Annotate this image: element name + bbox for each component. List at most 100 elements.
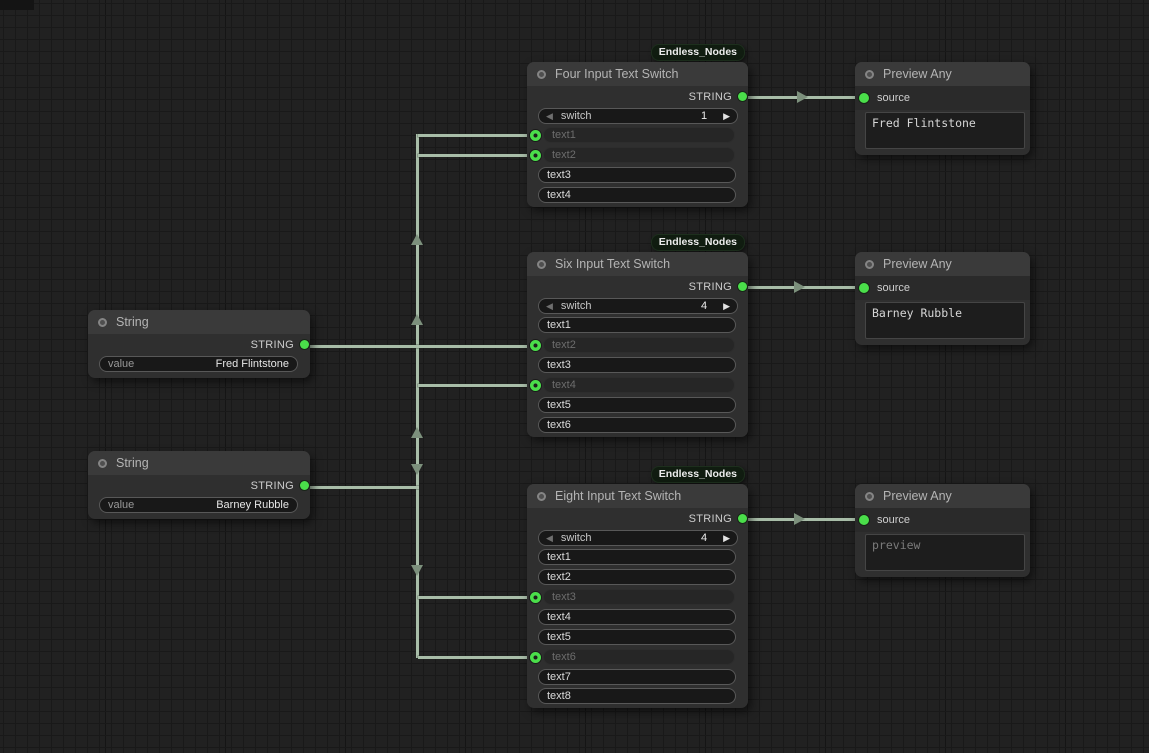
node-title: Preview Any — [883, 67, 952, 81]
text-widget[interactable]: text6 — [538, 417, 736, 433]
input-row: text8 — [527, 688, 748, 704]
switch-widget[interactable]: ◀ switch 1 ▶ — [538, 108, 738, 124]
collapse-dot-icon[interactable] — [98, 317, 107, 327]
collapse-dot-icon[interactable] — [865, 259, 874, 269]
collapse-dot-icon[interactable] — [98, 458, 107, 468]
node-titlebar[interactable]: Eight Input Text Switch — [527, 484, 748, 508]
value-widget[interactable]: value Fred Flintstone — [99, 356, 298, 372]
input-slot-label: source — [877, 282, 911, 294]
preview-textarea[interactable]: Barney Rubble — [865, 302, 1025, 339]
input-row: text3 — [527, 589, 748, 605]
input-row: text4 — [527, 187, 748, 203]
node-titlebar[interactable]: Four Input Text Switch — [527, 62, 748, 86]
collapse-dot-icon[interactable] — [865, 69, 874, 79]
text-widget[interactable]: text4 — [538, 609, 736, 625]
node-title: String — [116, 456, 149, 470]
node-preview-any-3[interactable]: Preview Any source preview — [855, 484, 1030, 577]
input-port[interactable] — [530, 379, 541, 391]
output-slot-row: STRING — [88, 479, 310, 493]
text-widget[interactable]: text1 — [538, 317, 736, 333]
node-title: Six Input Text Switch — [555, 257, 671, 271]
connected-input: text2 — [543, 337, 735, 353]
wire-arrow-icon — [411, 234, 423, 245]
decrement-arrow-icon[interactable]: ◀ — [546, 301, 553, 311]
output-slot-label: STRING — [688, 281, 732, 293]
wire-arrow-icon — [411, 565, 423, 576]
wire-segment — [416, 134, 419, 658]
node-six-input-text-switch[interactable]: Six Input Text Switch STRING ◀ switch 4 … — [527, 252, 748, 437]
input-row: text4 — [527, 609, 748, 625]
output-port[interactable] — [738, 514, 747, 523]
input-port[interactable] — [530, 149, 541, 161]
decrement-arrow-icon[interactable]: ◀ — [546, 533, 553, 543]
node-pack-badge: Endless_Nodes — [650, 466, 745, 483]
text-widget[interactable]: text7 — [538, 669, 736, 685]
connected-input: text2 — [543, 147, 735, 163]
wire-segment — [418, 154, 536, 157]
collapse-dot-icon[interactable] — [865, 491, 874, 501]
wire-segment — [418, 134, 536, 137]
input-row: text5 — [527, 397, 748, 413]
input-row: text2 — [527, 337, 748, 353]
collapse-dot-icon[interactable] — [537, 259, 546, 269]
input-port[interactable] — [859, 93, 869, 103]
text-widget[interactable]: text3 — [538, 357, 736, 373]
output-port[interactable] — [300, 481, 309, 490]
node-preview-any-1[interactable]: Preview Any source Fred Flintstone — [855, 62, 1030, 155]
node-string-1[interactable]: String STRING value Fred Flintstone — [88, 310, 310, 378]
output-slot-label: STRING — [688, 91, 732, 103]
text-widget[interactable]: text1 — [538, 549, 736, 565]
input-row: text1 — [527, 549, 748, 565]
increment-arrow-icon[interactable]: ▶ — [723, 111, 730, 121]
switch-widget[interactable]: ◀ switch 4 ▶ — [538, 298, 738, 314]
collapse-dot-icon[interactable] — [537, 491, 546, 501]
node-string-2[interactable]: String STRING value Barney Rubble — [88, 451, 310, 519]
node-body-band — [855, 276, 1030, 300]
text-widget[interactable]: text4 — [538, 187, 736, 203]
node-titlebar[interactable]: Preview Any — [855, 252, 1030, 276]
preview-textarea[interactable]: preview — [865, 534, 1025, 571]
output-slot-row: STRING — [527, 512, 748, 526]
node-body-band — [855, 86, 1030, 110]
value-widget[interactable]: value Barney Rubble — [99, 497, 298, 513]
switch-widget[interactable]: ◀ switch 4 ▶ — [538, 530, 738, 546]
connected-input: text6 — [543, 649, 735, 665]
node-titlebar[interactable]: String — [88, 451, 310, 475]
node-titlebar[interactable]: Six Input Text Switch — [527, 252, 748, 276]
text-widget[interactable]: text2 — [538, 569, 736, 585]
input-port[interactable] — [530, 591, 541, 603]
node-titlebar[interactable]: Preview Any — [855, 62, 1030, 86]
connected-input: text3 — [543, 589, 735, 605]
preview-textarea[interactable]: Fred Flintstone — [865, 112, 1025, 149]
node-preview-any-2[interactable]: Preview Any source Barney Rubble — [855, 252, 1030, 345]
input-port[interactable] — [859, 283, 869, 293]
node-titlebar[interactable]: Preview Any — [855, 484, 1030, 508]
output-port[interactable] — [738, 92, 747, 101]
node-four-input-text-switch[interactable]: Four Input Text Switch STRING ◀ switch 1… — [527, 62, 748, 207]
text-widget[interactable]: text5 — [538, 397, 736, 413]
output-port[interactable] — [738, 282, 747, 291]
increment-arrow-icon[interactable]: ▶ — [723, 533, 730, 543]
node-titlebar[interactable]: String — [88, 310, 310, 334]
collapse-dot-icon[interactable] — [537, 69, 546, 79]
output-port[interactable] — [300, 340, 309, 349]
increment-arrow-icon[interactable]: ▶ — [723, 301, 730, 311]
input-port[interactable] — [530, 339, 541, 351]
node-eight-input-text-switch[interactable]: Eight Input Text Switch STRING ◀ switch … — [527, 484, 748, 708]
input-row: text6 — [527, 649, 748, 665]
wire-arrow-icon — [411, 314, 423, 325]
node-title: Preview Any — [883, 257, 952, 271]
text-widget[interactable]: text3 — [538, 167, 736, 183]
input-row: text1 — [527, 127, 748, 143]
text-widget[interactable]: text8 — [538, 688, 736, 704]
node-title: String — [116, 315, 149, 329]
input-port[interactable] — [859, 515, 869, 525]
value-widget-text: Fred Flintstone — [215, 358, 289, 370]
output-slot-row: STRING — [88, 338, 310, 352]
text-widget[interactable]: text5 — [538, 629, 736, 645]
input-port[interactable] — [530, 129, 541, 141]
wire-segment — [303, 486, 419, 489]
input-port[interactable] — [530, 651, 541, 663]
decrement-arrow-icon[interactable]: ◀ — [546, 111, 553, 121]
